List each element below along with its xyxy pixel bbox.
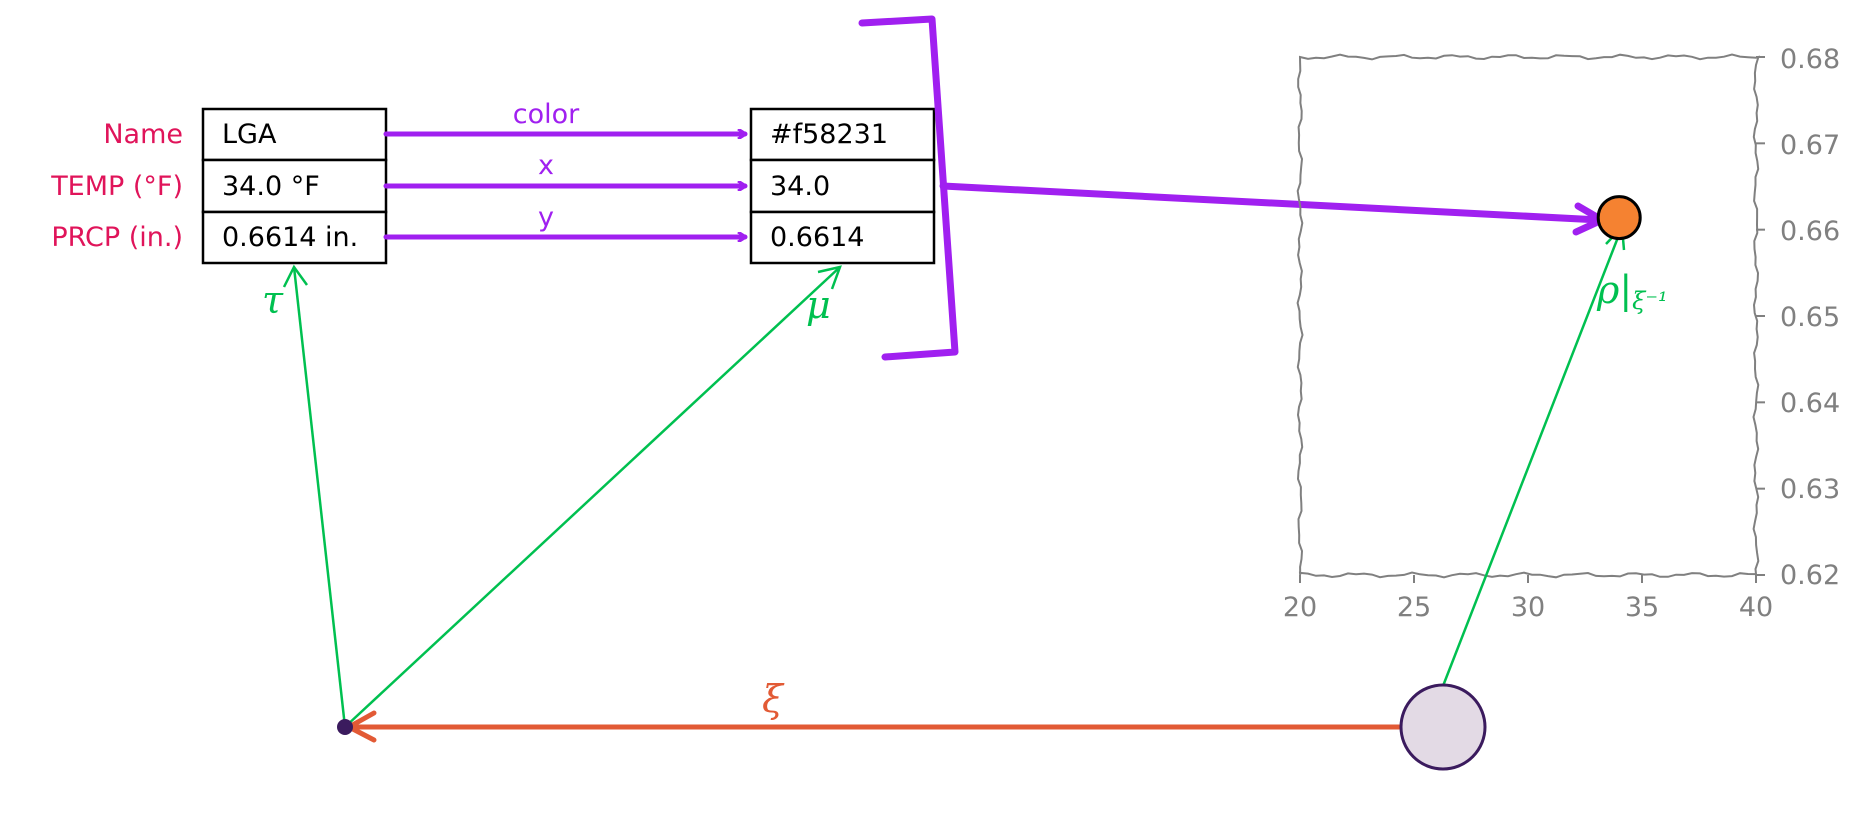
tau-arrow [292, 266, 347, 728]
row-label-temp: TEMP (°F) [50, 171, 183, 202]
y-tick-064: 0.64 [1780, 388, 1840, 419]
data-point [1596, 195, 1642, 241]
mapping-label-color: color [513, 99, 580, 130]
mapping-label-x: x [538, 150, 554, 181]
y-tick-065: 0.65 [1780, 302, 1840, 333]
target-value-y: 0.6614 [770, 222, 864, 253]
source-value-prcp: 0.6614 in. [222, 222, 358, 253]
x-tick-35: 35 [1625, 592, 1659, 623]
target-cell-y [749, 210, 936, 265]
xi-label: ξ [762, 677, 785, 721]
y-tick-066: 0.66 [1780, 216, 1840, 247]
source-circle [1399, 683, 1487, 771]
row-label-prcp: PRCP (in.) [51, 222, 183, 253]
plot-frame [1296, 53, 1760, 579]
target-value-color: #f58231 [770, 119, 888, 150]
rho-label: ρ|ξ⁻¹ [1596, 268, 1668, 315]
tau-label: τ [262, 278, 284, 322]
source-cell-temp [201, 158, 388, 214]
rho-symbol: ρ [1596, 268, 1620, 312]
mapping-arrows: color x y [383, 99, 748, 237]
mu-arrow [344, 266, 841, 728]
y-tick-067: 0.67 [1780, 130, 1840, 161]
mapping-label-y: y [538, 202, 554, 233]
xi-arrow [346, 710, 1403, 743]
rho-bar: | [1619, 268, 1632, 312]
target-cell-color [749, 107, 936, 162]
source-cell-prcp [201, 210, 388, 265]
source-table: LGA 34.0 °F 0.6614 in. [201, 107, 388, 265]
mu-arrowhead [817, 265, 842, 290]
rho-subscript: ξ⁻¹ [1632, 287, 1668, 315]
target-table: #f58231 34.0 0.6614 [749, 107, 936, 265]
row-label-name: Name [103, 119, 183, 150]
mu-label: μ [806, 283, 831, 327]
source-cell-name [201, 107, 388, 162]
y-tick-062: 0.62 [1780, 560, 1840, 591]
x-tick-25: 25 [1397, 592, 1431, 623]
target-value-x: 34.0 [770, 171, 830, 202]
green-arrows [282, 224, 1626, 728]
bracket-to-point-arrow [939, 182, 1606, 236]
source-value-temp: 34.0 °F [222, 171, 320, 202]
y-tick-068: 0.68 [1780, 44, 1840, 75]
x-tick-40: 40 [1739, 592, 1773, 623]
rho-arrow [1441, 226, 1624, 687]
x-tick-20: 20 [1283, 592, 1317, 623]
plot-area: 20 25 30 35 40 0.68 0.67 0.66 0.65 0.64 … [1283, 44, 1840, 623]
tau-arrowhead [282, 264, 309, 288]
source-value-name: LGA [222, 119, 277, 150]
tick-marks [1299, 56, 1765, 583]
y-tick-063: 0.63 [1780, 474, 1840, 505]
x-tick-30: 30 [1511, 592, 1545, 623]
source-dot [337, 719, 353, 735]
